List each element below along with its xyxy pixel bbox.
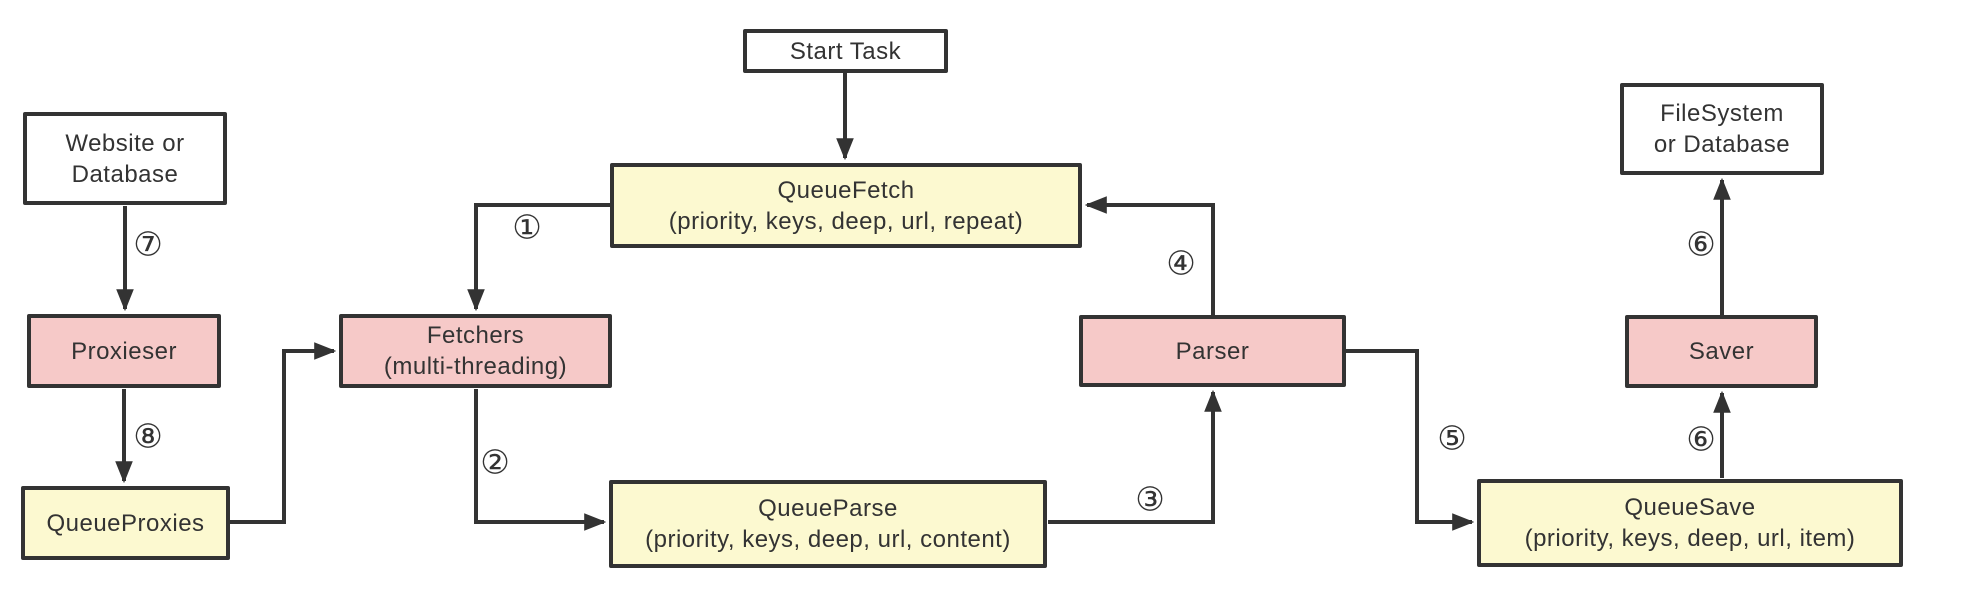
edge-label-7: ⑦ bbox=[133, 224, 163, 264]
edge-queuefetch-to-fetchers bbox=[467, 203, 610, 312]
node-queue-parse-subtitle: (priority, keys, deep, url, content) bbox=[645, 526, 1011, 553]
edge-label-3: ③ bbox=[1135, 479, 1165, 519]
node-queue-save-subtitle: (priority, keys, deep, url, item) bbox=[1524, 525, 1856, 552]
node-queue-fetch-subtitle: (priority, keys, deep, url, repeat) bbox=[668, 207, 1024, 235]
node-saver-label: Saver bbox=[1688, 338, 1755, 365]
edge-label-6-lower: ⑥ bbox=[1686, 419, 1716, 459]
node-fetchers-title: Fetchers bbox=[426, 322, 525, 349]
edge-label-1: ① bbox=[512, 207, 542, 247]
node-fetchers-subtitle: (multi-threading) bbox=[383, 353, 568, 380]
edge-label-8: ⑧ bbox=[133, 416, 163, 456]
node-queue-fetch-title: QueueFetch bbox=[777, 176, 915, 204]
node-queue-fetch: QueueFetch (priority, keys, deep, url, r… bbox=[610, 163, 1082, 248]
node-fetchers: Fetchers (multi-threading) bbox=[339, 314, 612, 388]
node-filesystem-or-database: FileSystem or Database bbox=[1620, 83, 1824, 175]
edge-label-5: ⑤ bbox=[1437, 418, 1467, 458]
node-parser-label: Parser bbox=[1175, 337, 1250, 365]
node-queue-parse: QueueParse (priority, keys, deep, url, c… bbox=[609, 480, 1047, 568]
edge-parser-to-queuefetch bbox=[1084, 196, 1215, 316]
edge-parser-to-queuesave bbox=[1345, 349, 1475, 531]
node-queue-proxies: QueueProxies bbox=[21, 486, 230, 560]
node-filesystem-line1: FileSystem bbox=[1660, 100, 1784, 127]
node-website-line1: Website or bbox=[65, 129, 185, 157]
node-proxieser-label: Proxieser bbox=[71, 337, 177, 365]
node-filesystem-line2: or Database bbox=[1653, 131, 1791, 158]
node-start-task-label: Start Task bbox=[789, 37, 902, 65]
node-parser: Parser bbox=[1079, 315, 1346, 387]
node-queue-save: QueueSave (priority, keys, deep, url, it… bbox=[1477, 479, 1903, 567]
edge-queueparse-to-parser bbox=[1048, 389, 1222, 524]
node-queue-save-title: QueueSave bbox=[1624, 494, 1756, 521]
edge-fetchers-to-queueparse bbox=[474, 389, 607, 531]
edge-queueproxies-to-fetchers bbox=[230, 342, 337, 524]
node-queue-proxies-label: QueueProxies bbox=[46, 509, 205, 537]
edge-label-4: ④ bbox=[1166, 243, 1196, 283]
node-website-or-database: Website or Database bbox=[23, 112, 227, 205]
edge-label-6-upper: ⑥ bbox=[1686, 224, 1716, 264]
node-saver: Saver bbox=[1625, 315, 1818, 388]
node-proxieser: Proxieser bbox=[27, 314, 221, 388]
node-website-line2: Database bbox=[71, 160, 179, 188]
edge-label-2: ② bbox=[480, 442, 510, 482]
node-queue-parse-title: QueueParse bbox=[758, 495, 898, 522]
node-start-task: Start Task bbox=[743, 29, 948, 73]
